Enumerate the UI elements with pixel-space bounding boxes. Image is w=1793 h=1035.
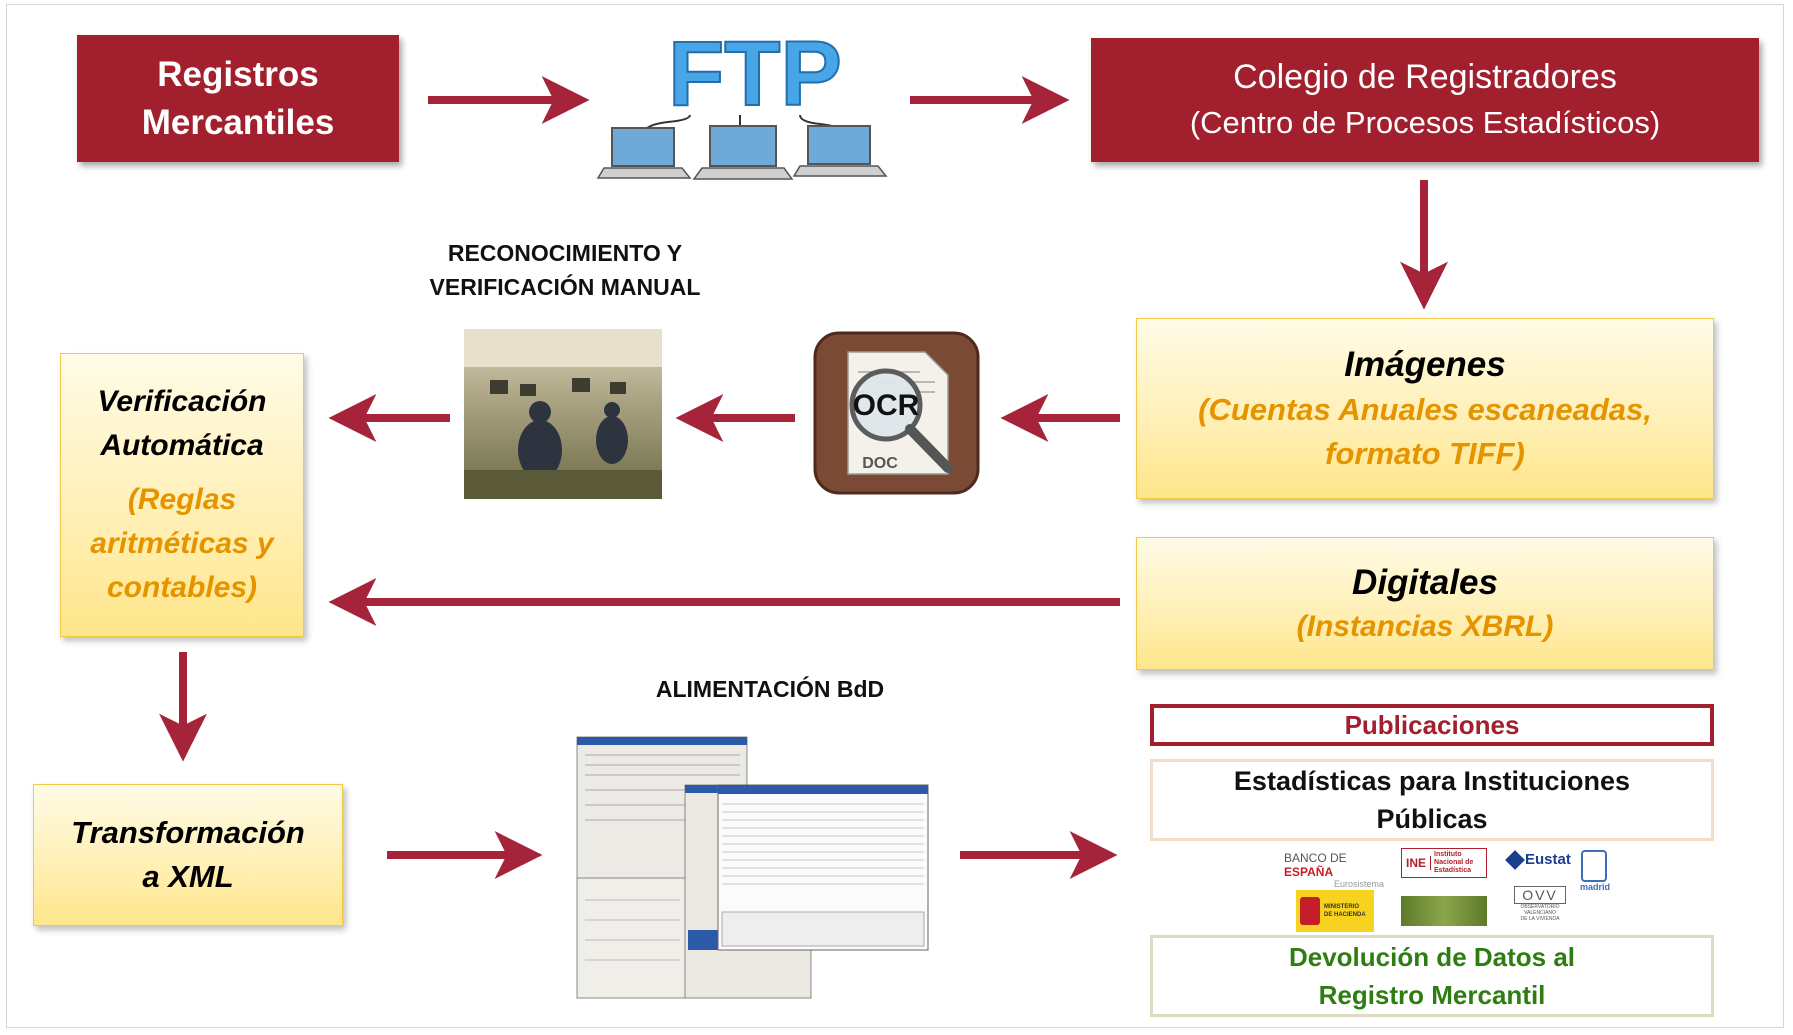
estadisticas-box: Estadísticas para Instituciones Públicas (1150, 759, 1714, 841)
verificacion-line1: Verificación (97, 385, 267, 418)
estadisticas-line2: Públicas (1376, 804, 1488, 834)
transformacion-xml-box: Transformación a XML (33, 784, 343, 926)
reconocimiento-line2: VERIFICACIÓN MANUAL (429, 274, 701, 300)
ocr-label: OCR (853, 389, 920, 422)
institution-logos: BANCO DE ESPAÑA Eurosistema INE Institut… (1270, 848, 1610, 938)
madrid-logo: madrid (1580, 850, 1610, 892)
publicaciones-label: Publicaciones (1344, 709, 1520, 740)
imagenes-line3: formato TIFF) (1325, 435, 1525, 471)
verificacion-line2: Automática (100, 429, 264, 462)
reconocimiento-line1: RECONOCIMIENTO Y (447, 240, 683, 266)
imagenes-title: Imágenes (1344, 344, 1506, 384)
colegio-line1: Colegio de Registradores (1233, 58, 1617, 96)
imagenes-box: Imágenes (Cuentas Anuales escaneadas, fo… (1136, 318, 1714, 499)
devolucion-line1: Devolución de Datos al (1288, 942, 1576, 972)
registros-line1: Registros (157, 54, 319, 94)
digitales-box: Digitales (Instancias XBRL) (1136, 537, 1714, 670)
green-institution-logo (1401, 896, 1487, 926)
ocr-doc-label: DOC (862, 455, 898, 472)
imagenes-line2: (Cuentas Anuales escaneadas, (1198, 391, 1652, 427)
ovv-logo: OVV OBSERVATORIO VALENCIANO DE LA VIVIEN… (1514, 886, 1566, 922)
registros-line2: Mercantiles (141, 102, 335, 142)
verificacion-line3: (Reglas (127, 483, 237, 516)
devolucion-datos-box: Devolución de Datos al Registro Mercanti… (1150, 935, 1714, 1017)
registros-mercantiles-box: Registros Mercantiles (77, 35, 399, 162)
banco-de-espana-logo: BANCO DE ESPAÑA Eurosistema (1284, 851, 1384, 889)
reconocimiento-label: RECONOCIMIENTO Y VERIFICACIÓN MANUAL (400, 236, 730, 304)
colegio-line2: (Centro de Procesos Estadísticos) (1189, 105, 1661, 140)
alimentacion-label: ALIMENTACIÓN BdD (655, 676, 885, 702)
digitales-title: Digitales (1352, 562, 1498, 602)
estadisticas-line1: Estadísticas para Instituciones (1233, 766, 1631, 796)
transformacion-line1: Transformación (71, 815, 305, 850)
digitales-line2: (Instancias XBRL) (1296, 609, 1554, 643)
publicaciones-box: Publicaciones (1150, 704, 1714, 746)
devolucion-line2: Registro Mercantil (1318, 980, 1546, 1010)
transformacion-line2: a XML (142, 859, 234, 894)
verificacion-automatica-box: Verificación Automática (Reglas aritméti… (60, 353, 304, 637)
verificacion-line4: aritméticas y (90, 527, 274, 560)
colegio-registradores-box: Colegio de Registradores (Centro de Proc… (1091, 38, 1759, 162)
verificacion-line5: contables) (106, 571, 258, 604)
eustat-logo: Eustat (1505, 850, 1571, 870)
ftp-label: FTP (668, 23, 842, 125)
diagram-frame (6, 4, 1784, 1028)
